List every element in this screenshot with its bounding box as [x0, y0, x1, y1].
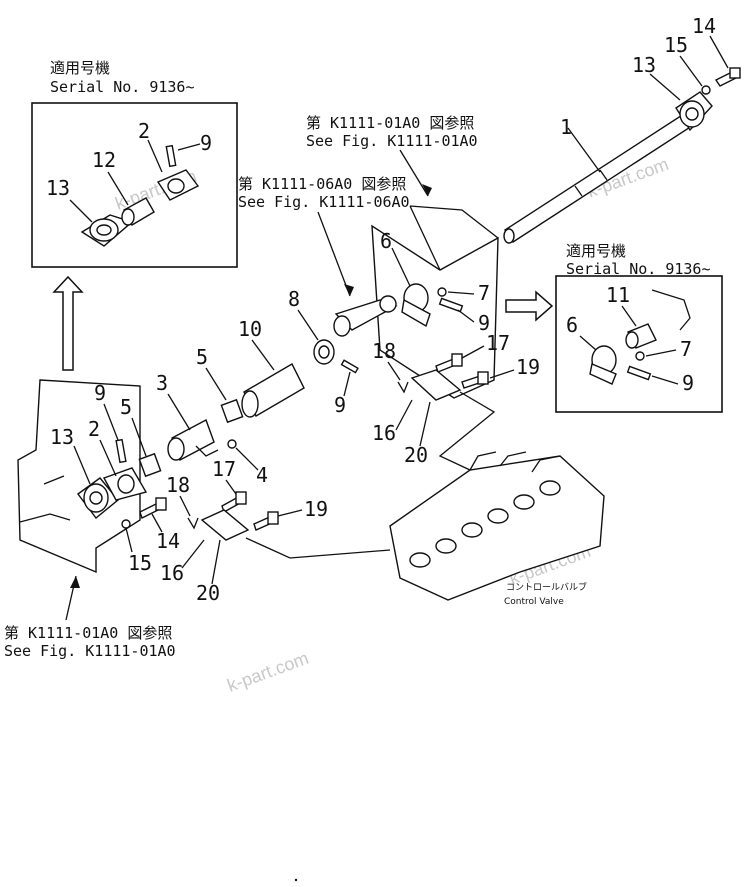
inset-right-bushing [625, 323, 657, 349]
label-20-right: 20 [404, 443, 428, 467]
ref-top-jp: 第 K1111-01A0 図参照 [306, 114, 474, 132]
sleeve-10 [241, 363, 305, 418]
label-3: 3 [156, 371, 168, 395]
watermark-4: k-part.com [225, 648, 312, 696]
inset-box-left [31, 102, 238, 268]
inset-left-serial: Serial No. 9136~ [50, 78, 195, 96]
inset-right-bracket [651, 289, 691, 331]
inset-left-label-9: 9 [200, 131, 212, 155]
ref-mid-jp: 第 K1111-06A0 図参照 [238, 175, 406, 193]
bushing-5-mid [220, 398, 244, 424]
label-4: 4 [256, 463, 268, 487]
link-left [245, 537, 391, 559]
inset-right-pin [626, 365, 652, 381]
label-9-left: 9 [94, 381, 106, 405]
pin-9-left [115, 438, 127, 464]
ref-top-en: See Fig. K1111-01A0 [306, 132, 478, 150]
bolt-14-top [714, 67, 741, 87]
bolt-17-left [221, 491, 247, 514]
label-18-left: 18 [166, 473, 190, 497]
label-14-top: 14 [692, 14, 716, 38]
label-5-left: 5 [120, 395, 132, 419]
label-6-right: 6 [380, 229, 392, 253]
control-valve-en: Control Valve [504, 597, 564, 607]
label-2-left: 2 [88, 417, 100, 441]
label-19-right: 19 [516, 355, 540, 379]
inset-right-title: 適用号機 [566, 242, 626, 260]
up-arrow [52, 275, 84, 371]
lever-6-right [401, 283, 431, 328]
inset-left-bushing [121, 197, 155, 226]
pin-9-right [438, 297, 464, 313]
label-7-right: 7 [478, 281, 490, 305]
control-valve [389, 451, 605, 601]
bushing-8 [313, 339, 335, 365]
inset-right-serial: Serial No. 9136~ [566, 260, 711, 278]
washer-15-left [121, 519, 131, 529]
label-8: 8 [288, 287, 300, 311]
label-10: 10 [238, 317, 262, 341]
ref-bottom-en: See Fig. K1111-01A0 [4, 642, 176, 660]
washer-15-top [701, 85, 711, 95]
label-13-top: 13 [632, 53, 656, 77]
ref-bottom-jp: 第 K1111-01A0 図参照 [4, 624, 172, 642]
right-arrow [505, 290, 554, 322]
block-16-right [410, 369, 462, 401]
inset-box-right [555, 275, 723, 413]
inset-right-lever [589, 345, 617, 385]
washer-7-right [437, 287, 447, 297]
bracket-plate-left [17, 379, 141, 574]
label-1: 1 [560, 115, 572, 139]
label-9-mid: 9 [334, 393, 346, 417]
label-15-left: 15 [128, 551, 152, 575]
shaft-1 [503, 109, 699, 244]
label-17-right: 17 [486, 331, 510, 355]
lever-assembly-top [333, 295, 398, 337]
inset-left-flange [80, 214, 134, 247]
bolt-19-left [253, 511, 279, 531]
bolt-17-right [435, 353, 463, 373]
inset-right-washer [635, 351, 645, 361]
stray-dot [294, 878, 298, 882]
bolt-19-right [461, 371, 489, 389]
label-5-mid: 5 [196, 345, 208, 369]
label-14-left: 14 [156, 529, 180, 553]
label-16-left: 16 [160, 561, 184, 585]
pin-9-mid [340, 359, 359, 374]
inset-right-label-7: 7 [680, 337, 692, 361]
inset-left-pin [165, 144, 177, 168]
bracket-2-left [102, 467, 148, 501]
control-valve-jp: コントロールバルブ [506, 581, 587, 593]
label-18-right: 18 [372, 339, 396, 363]
inset-left-bracket [156, 169, 200, 201]
inset-left-label-13: 13 [46, 176, 70, 200]
label-19-left: 19 [304, 497, 328, 521]
label-20-left: 20 [196, 581, 220, 605]
inset-right-label-6: 6 [566, 313, 578, 337]
inset-left-title: 適用号機 [50, 59, 110, 77]
label-9-right: 9 [478, 311, 490, 335]
inset-left-label-2: 2 [138, 119, 150, 143]
flange-13-left [77, 477, 119, 520]
block-16-left [200, 509, 250, 541]
bolt-14-left [139, 497, 167, 519]
ref-top-leader [399, 149, 429, 197]
link-right [438, 391, 496, 471]
label-17-left: 17 [212, 457, 236, 481]
bushing-5-left [138, 452, 162, 478]
pin-18-left [187, 517, 199, 530]
pin-18-right [397, 381, 409, 394]
inset-right-label-11: 11 [606, 283, 630, 307]
label-13-left: 13 [50, 425, 74, 449]
tube-3 [167, 419, 219, 461]
ref-mid-leader [317, 211, 351, 297]
inset-left-label-12: 12 [92, 148, 116, 172]
washer-4 [227, 439, 237, 449]
inset-right-label-9: 9 [682, 371, 694, 395]
label-16-right: 16 [372, 421, 396, 445]
label-15-top: 15 [664, 33, 688, 57]
ref-mid-en: See Fig. K1111-06A0 [238, 193, 410, 211]
flange-13-top [675, 91, 713, 132]
